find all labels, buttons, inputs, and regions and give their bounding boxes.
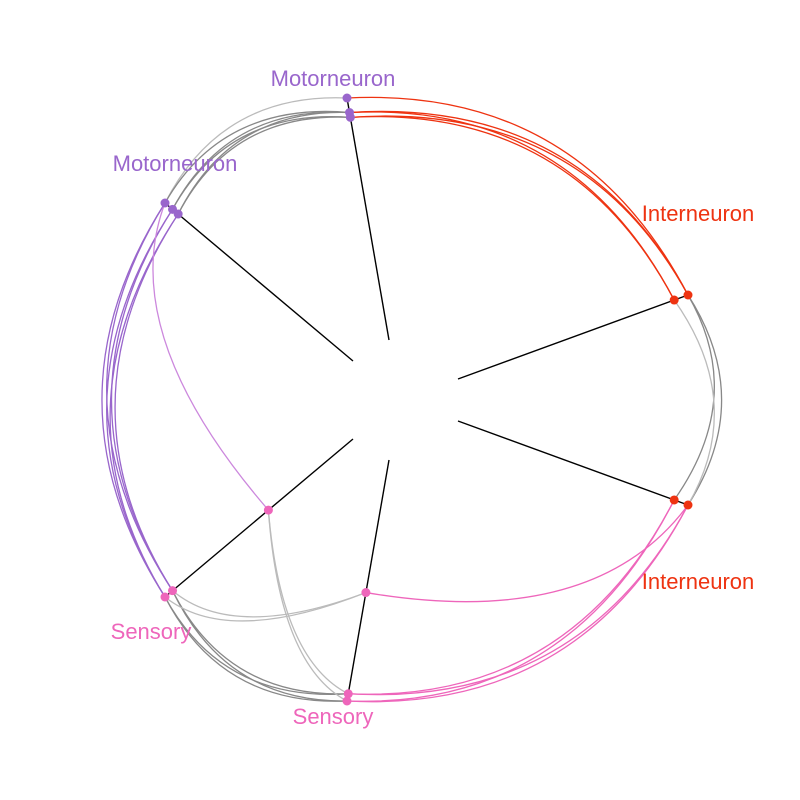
edge-s1b-s2b bbox=[171, 590, 349, 695]
node-i2a bbox=[683, 500, 693, 510]
node-m2a bbox=[160, 198, 170, 208]
edges-layer bbox=[101, 96, 723, 703]
axis-line-0 bbox=[346, 97, 390, 341]
edge-i1a-i2a bbox=[687, 294, 723, 506]
axis-line-2 bbox=[457, 420, 689, 506]
axis-line-5 bbox=[164, 202, 354, 362]
edge-s2a-m2a bbox=[101, 202, 166, 598]
node-i1b bbox=[669, 295, 679, 305]
edge-m2c-m1b bbox=[177, 111, 350, 215]
node-i1a bbox=[683, 290, 693, 300]
edge-i2a-s1b bbox=[348, 504, 689, 696]
node-i2b bbox=[669, 495, 679, 505]
node-s1b bbox=[343, 689, 353, 699]
node-s2c bbox=[263, 505, 273, 515]
node-m2c bbox=[173, 209, 183, 219]
axis-line-3 bbox=[346, 459, 390, 702]
edge-s1c-s2b bbox=[172, 590, 367, 618]
edge-i2a-s1a bbox=[346, 504, 689, 703]
axis-label-motorneuron-left: Motorneuron bbox=[113, 151, 238, 176]
node-m1c bbox=[345, 112, 355, 122]
edge-m2b-m1c bbox=[171, 116, 351, 210]
labels-layer: Motorneuron Motorneuron Interneuron Inte… bbox=[111, 66, 755, 729]
edge-m1b-i1b bbox=[349, 111, 675, 301]
edge-i1a-i2b bbox=[673, 294, 715, 501]
axis-label-sensory-bottom: Sensory bbox=[293, 704, 374, 729]
axis-label-motorneuron-top: Motorneuron bbox=[271, 66, 396, 91]
edge-s1a-s2b bbox=[171, 590, 348, 702]
axis-label-interneuron-upper: Interneuron bbox=[642, 201, 755, 226]
edge-s2a-m2c bbox=[109, 213, 179, 598]
edge-s1a-s2c bbox=[267, 510, 348, 702]
node-s2a bbox=[160, 592, 170, 602]
edge-m2a-m1b bbox=[164, 110, 350, 204]
nodes-layer bbox=[160, 93, 693, 706]
edge-s2b-m2c bbox=[114, 213, 179, 592]
node-s1a bbox=[342, 696, 352, 706]
edge-m2a-m1a bbox=[164, 97, 348, 204]
edge-s1b-s2c bbox=[267, 510, 349, 695]
axes-layer bbox=[164, 97, 689, 702]
node-s1c bbox=[361, 588, 371, 598]
axis-line-4 bbox=[164, 438, 354, 598]
axis-label-interneuron-lower: Interneuron bbox=[642, 569, 755, 594]
edge-s2b-m2a bbox=[106, 202, 174, 592]
edge-s2c-m2a bbox=[152, 202, 269, 511]
edge-m1a-i1a bbox=[346, 96, 689, 296]
edge-s1c-s2a bbox=[164, 591, 367, 622]
edge-i1b-i2a bbox=[673, 299, 715, 506]
axis-line-1 bbox=[457, 294, 689, 380]
edge-i2a-s1c bbox=[365, 504, 689, 603]
edge-m1c-i1b bbox=[350, 115, 675, 301]
edge-m1c-i1a bbox=[350, 115, 689, 296]
node-s2b bbox=[168, 586, 178, 596]
edge-s2a-m2b bbox=[106, 208, 174, 598]
edge-s1a-s2a bbox=[164, 596, 348, 702]
axis-label-sensory-left: Sensory bbox=[111, 619, 192, 644]
node-m1a bbox=[342, 93, 352, 103]
edge-s1b-s2a bbox=[164, 596, 349, 696]
